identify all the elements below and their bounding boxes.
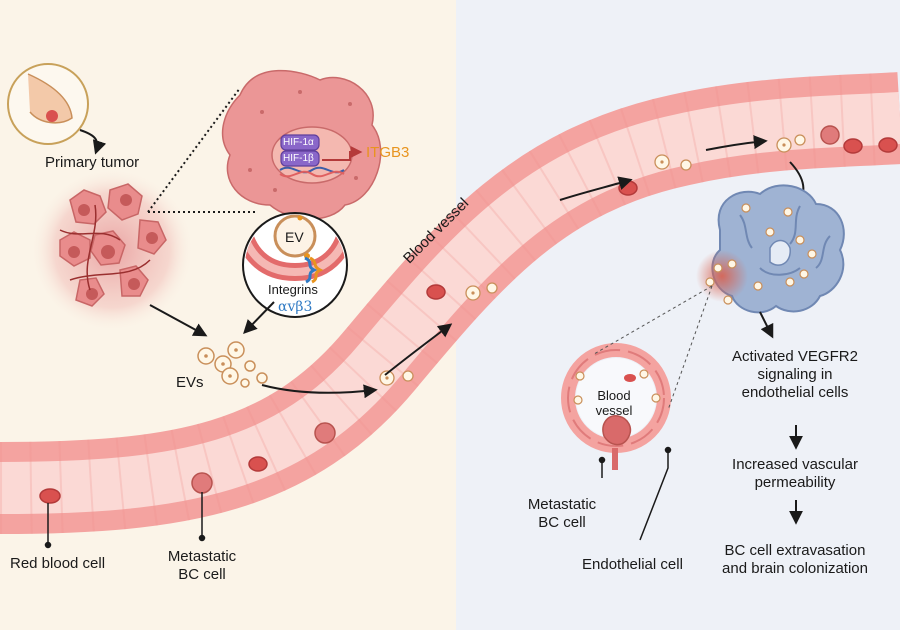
pathway-step-2: Increased vascular permeability bbox=[732, 456, 858, 491]
metastatic-bc-cell-left-label: Metastatic BC cell bbox=[167, 548, 237, 583]
blood-vessel bbox=[0, 72, 900, 534]
hif1a-label: HIF-1α bbox=[283, 137, 314, 148]
arrow-hif-to-itgb3 bbox=[322, 146, 363, 161]
primary-tumor-label: Primary tumor bbox=[45, 154, 140, 171]
ev-cargo-dots bbox=[204, 143, 786, 380]
hif1a-box bbox=[280, 134, 320, 151]
callout-lines-right bbox=[598, 446, 672, 541]
arrow-evs-to-vessel bbox=[261, 384, 378, 399]
brain-illustration bbox=[696, 184, 845, 314]
itgb3-label: ITGB3 bbox=[366, 144, 410, 161]
zoom-lines bbox=[147, 87, 258, 213]
red-blood-cell-label: Red blood cell bbox=[10, 555, 106, 572]
pathway-arrows bbox=[759, 311, 803, 525]
metastatic-bc-cell-right-label: Metastatic BC cell bbox=[527, 496, 597, 531]
vessel-cross-section bbox=[561, 343, 671, 470]
integrins-label: Integrins bbox=[268, 282, 318, 297]
endothelial-cell-label: Endothelial cell bbox=[582, 556, 683, 573]
evs-label: EVs bbox=[176, 374, 204, 391]
primary-tumor-mass bbox=[30, 168, 194, 332]
pathway-step-3: BC cell extravasation and brain coloniza… bbox=[722, 542, 868, 577]
arrow-tumor-to-evs bbox=[149, 304, 208, 337]
blood-vessel-cross-section-label: Blood vessel bbox=[595, 388, 633, 418]
ev-vesicle bbox=[273, 214, 317, 258]
zoomed-tumor-cell bbox=[221, 69, 382, 220]
callout-lines-left bbox=[44, 492, 206, 549]
arrow-breast-to-label bbox=[79, 129, 107, 155]
integrin-alpha-v-beta-3-label: αvβ3 bbox=[278, 299, 313, 315]
hif1b-label: HIF-1β bbox=[283, 153, 314, 164]
zoom-lines-brain bbox=[593, 285, 713, 411]
pathway-step-1: Activated VEGFR2 signaling in endothelia… bbox=[732, 348, 858, 401]
breast-icon bbox=[7, 63, 89, 145]
arrow-inset-to-evs bbox=[243, 301, 275, 335]
ev-label: EV bbox=[285, 229, 304, 245]
integrin-icon bbox=[304, 256, 324, 284]
hif1b-box bbox=[280, 150, 320, 167]
